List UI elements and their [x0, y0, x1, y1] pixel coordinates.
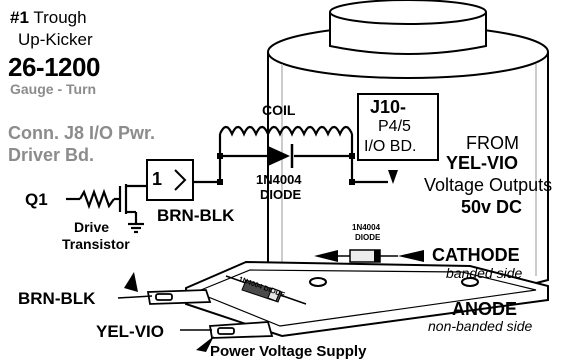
lug-brn-blk-label: BRN-BLK — [18, 289, 96, 308]
leader-lines — [117, 272, 214, 352]
diode-name-label: DIODE — [260, 187, 302, 202]
brn-blk-wire-label: BRN-BLK — [157, 206, 235, 225]
small-diode-part: 1N4004 — [352, 223, 381, 232]
part-number: 26-1200 — [8, 52, 100, 82]
diode-part-label: 1N4004 — [256, 172, 302, 187]
source-line1: FROM — [466, 133, 519, 153]
cathode-diagram — [314, 249, 424, 263]
lug-yel-vio — [208, 321, 274, 339]
q1-label: Q1 — [25, 190, 48, 209]
connection-line1: Conn. J8 I/O Pwr. — [8, 123, 156, 143]
buffer-label: 1 — [152, 169, 163, 189]
connector-line3: I/O BD. — [364, 138, 417, 155]
lug-yel-vio-label: YEL-VIO — [96, 322, 165, 341]
connector-box — [357, 93, 439, 161]
connection-line2: Driver Bd. — [8, 145, 95, 165]
title-line1: Trough — [33, 8, 87, 27]
transistor-label-line1: Drive — [74, 219, 110, 235]
anode-note: non-banded side — [428, 318, 533, 334]
coil-label: COIL — [262, 102, 296, 118]
cathode-label: CATHODE — [432, 245, 520, 265]
title-line2: Up-Kicker — [18, 30, 93, 49]
connector-line2: P4/5 — [378, 118, 411, 135]
source-line3: Voltage Outputs — [424, 175, 553, 195]
source-line2: YEL-VIO — [446, 153, 519, 173]
part-index: #1 — [10, 8, 29, 27]
cathode-note: banded side — [446, 265, 523, 281]
diode-symbol — [268, 144, 294, 168]
j10-arrow — [388, 170, 398, 184]
solenoid-coil-body — [267, 0, 549, 300]
connector-line1: J10- — [370, 97, 407, 117]
wiring — [66, 125, 388, 234]
power-supply-label: Power Voltage Supply — [210, 343, 367, 360]
mounting-bracket — [185, 260, 549, 338]
part-subtitle: Gauge - Turn — [10, 81, 97, 97]
junction-dots — [217, 153, 355, 185]
bracket-diode — [225, 275, 307, 305]
buffer-amplifier — [146, 159, 194, 201]
transistor-label-line2: Transistor — [62, 236, 130, 252]
anode-label: ANODE — [452, 299, 518, 319]
source-line4: 50v DC — [461, 197, 523, 217]
lug-brn-blk — [146, 289, 212, 305]
trough-title: #1 Trough — [10, 9, 87, 26]
small-diode-name: DIODE — [355, 233, 381, 242]
